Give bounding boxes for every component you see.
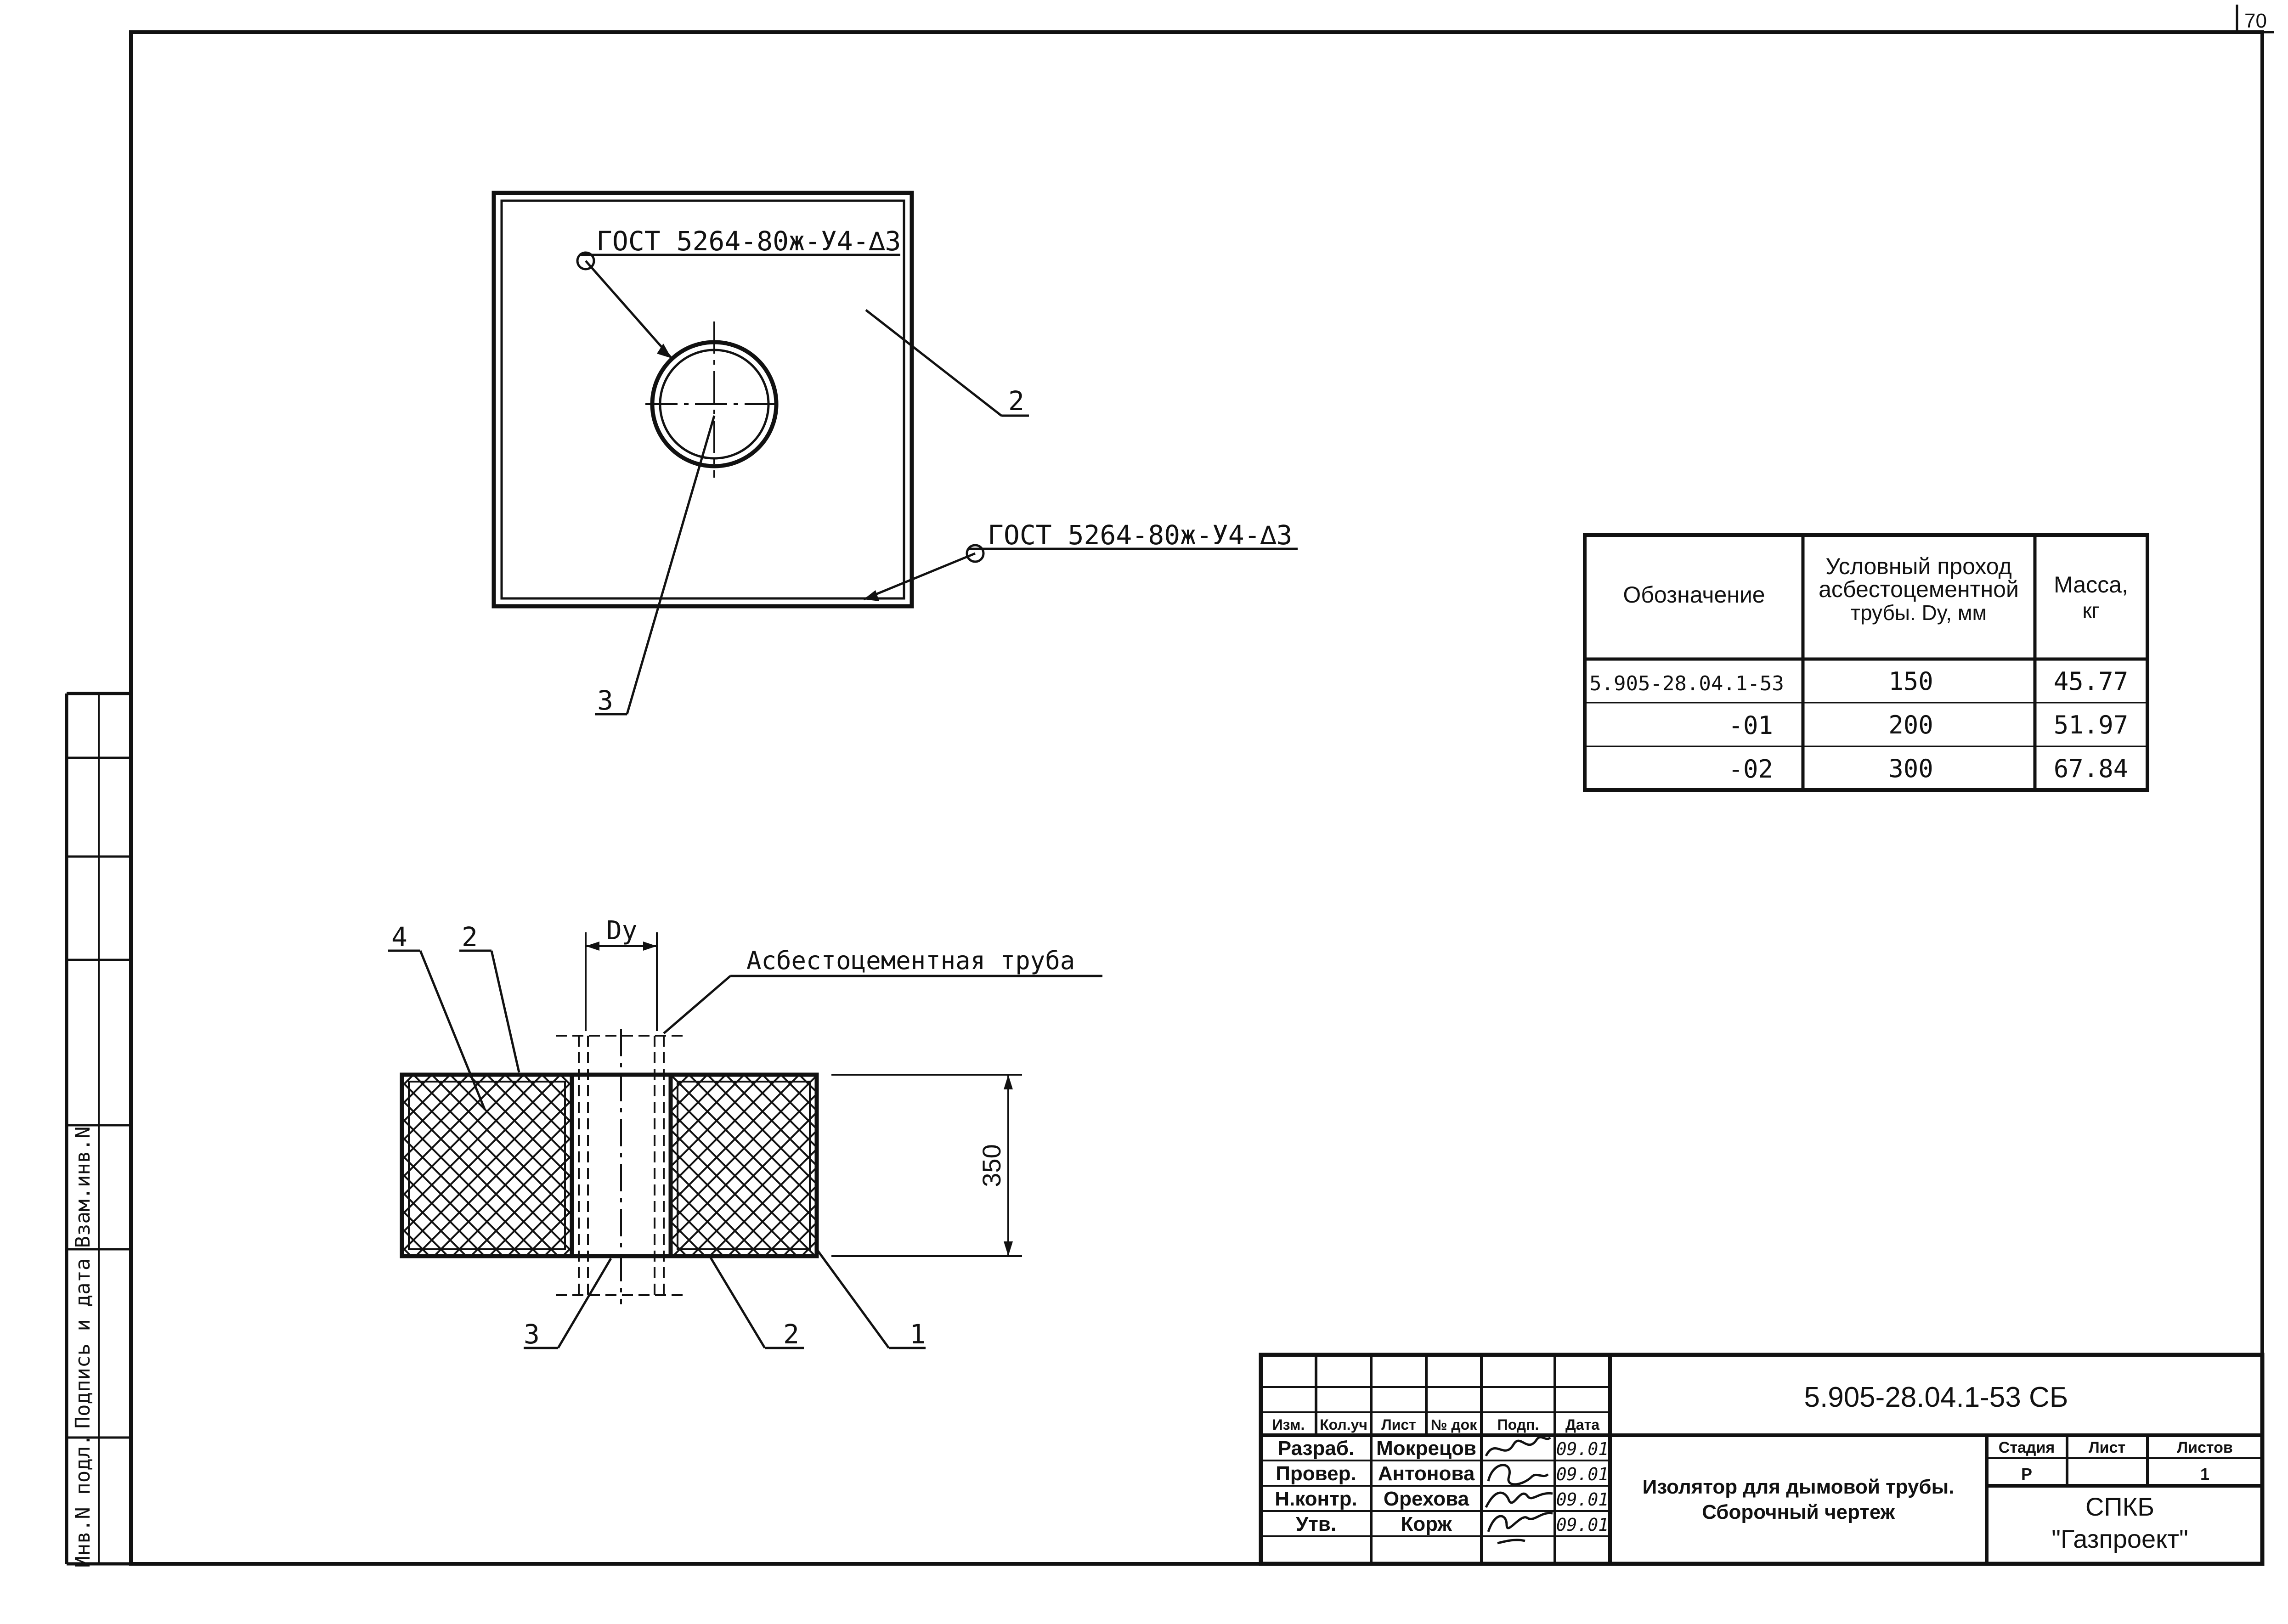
col-list: Лист (1381, 1416, 1416, 1433)
sheets-header: Листов (2177, 1439, 2233, 1456)
plate-outer-edge (491, 191, 914, 609)
callout-3: 3 (524, 1257, 612, 1350)
dim-350: 350 (831, 1074, 1022, 1257)
callout-plate-number: 2 (1008, 385, 1024, 417)
row-mass: 51.97 (2054, 710, 2129, 739)
callout-1-number: 1 (910, 1319, 926, 1350)
sheet-header: Лист (2089, 1439, 2125, 1456)
th-mass-1: Масса, (2054, 572, 2128, 598)
callout-2-top: 2 (459, 921, 520, 1073)
row-designation: -01 (1728, 711, 1773, 740)
sign-date: 09.01 (1556, 1464, 1609, 1484)
weld-callout-outer: ГОСТ 5264-80ж-У4-∆3 (863, 519, 1298, 601)
callout-pipe-number: 3 (597, 685, 613, 716)
plate-inner-edge (500, 199, 905, 600)
role-label: Провер. (1276, 1462, 1356, 1485)
row-dy: 200 (1888, 710, 1933, 739)
signature-row: Н.контр. Орехова 09.01 (1275, 1488, 1609, 1510)
org-name-2: "Газпроект" (2051, 1524, 2188, 1553)
sign-date: 09.01 (1556, 1515, 1609, 1535)
role-label: Н.контр. (1275, 1488, 1357, 1510)
stage-header: Стадия (1999, 1439, 2055, 1456)
callout-2-bottom-number: 2 (783, 1319, 799, 1350)
signature-mark (1485, 1491, 1553, 1508)
th-dy-3: трубы. Dy, мм (1851, 601, 1987, 625)
sign-date: 09.01 (1556, 1489, 1609, 1510)
callout-4: 4 (388, 921, 486, 1110)
th-mass-2: кг (2083, 598, 2100, 622)
role-label: Утв. (1296, 1513, 1336, 1535)
weld-callout-inner: ГОСТ 5264-80ж-У4-∆3 (576, 226, 901, 359)
row-mass: 67.84 (2054, 754, 2129, 783)
col-no-dok: № док (1431, 1416, 1477, 1433)
signature-row: Утв. Корж 09.01 (1296, 1511, 1609, 1545)
row-mass: 45.77 (2054, 667, 2129, 696)
row-designation: -02 (1728, 755, 1773, 784)
dim-350-label: 350 (977, 1144, 1006, 1187)
col-podp: Подп. (1497, 1416, 1539, 1433)
variants-table: Обозначение Условный проход асбестоцемен… (1583, 533, 2149, 792)
row-designation: 5.905-28.04.1-53 (1589, 672, 1784, 695)
callout-2-top-number: 2 (462, 921, 478, 953)
th-dy-1: Условный проход (1825, 553, 2011, 579)
weld-note-outer: ГОСТ 5264-80ж-У4-∆3 (988, 519, 1292, 551)
page-number-box: 70 (2236, 5, 2274, 34)
signature-mark (1487, 1511, 1553, 1545)
col-data: Дата (1565, 1416, 1599, 1433)
callout-pipe: 3 (595, 415, 716, 716)
col-izm: Изм. (1272, 1416, 1305, 1433)
pipe-label-callout: Асбестоцементная труба (663, 946, 1102, 1034)
signature-mark (1485, 1436, 1551, 1457)
table-row: -01 200 51.97 (1728, 710, 2128, 740)
drawing-title-2: Сборочный чертеж (1702, 1501, 1895, 1523)
insulation-left (400, 1072, 574, 1258)
drawing-title-1: Изолятор для дымовой трубы. (1643, 1476, 1955, 1498)
callout-1: 1 (815, 1248, 926, 1350)
th-designation: Обозначение (1623, 582, 1765, 608)
table-row: 5.905-28.04.1-53 150 45.77 (1589, 667, 2128, 696)
role-label: Разраб. (1278, 1437, 1354, 1460)
callout-2-bottom: 2 (708, 1255, 804, 1350)
callout-3-number: 3 (524, 1319, 540, 1350)
title-block: 5.905-28.04.1-53 СБ Изолятор для дымовой… (1259, 1353, 2265, 1566)
role-name: Орехова (1384, 1488, 1469, 1510)
section-view: Dy Асбестоцементная труба 4 2 3 (388, 916, 1102, 1350)
callout-4-number: 4 (391, 921, 407, 953)
stage-value: Р (2021, 1465, 2032, 1483)
row-dy: 300 (1888, 754, 1933, 783)
insulation-right (668, 1072, 819, 1258)
sheet-frame (129, 30, 2264, 1566)
stamp-vzam-inv: Взам.инв.N (71, 1127, 95, 1248)
stamp-podpis-data: Подпись и дата (71, 1258, 95, 1429)
dim-dy-label: Dy (606, 916, 637, 946)
th-dy-2: асбестоцементной (1819, 576, 2019, 602)
page-number: 70 (2244, 10, 2267, 32)
role-name: Мокрецов (1376, 1437, 1476, 1460)
table-row: -02 300 67.84 (1728, 754, 2128, 784)
pipe-label: Асбестоцементная труба (746, 946, 1075, 975)
sheets-value: 1 (2200, 1465, 2209, 1483)
role-name: Антонова (1378, 1462, 1475, 1485)
dim-dy: Dy (585, 916, 658, 1031)
signature-row: Провер. Антонова 09.01 (1276, 1462, 1609, 1486)
col-kol-uch: Кол.уч (1320, 1416, 1367, 1433)
role-name: Корж (1401, 1513, 1452, 1535)
callout-plate: 2 (865, 309, 1029, 417)
signature-row: Разраб. Мокрецов 09.01 (1278, 1436, 1609, 1460)
row-dy: 150 (1888, 667, 1933, 696)
side-stamp: Взам.инв.N Подпись и дата Инв.N подл. (65, 692, 131, 1568)
sign-date: 09.01 (1556, 1439, 1609, 1459)
top-view: ГОСТ 5264-80ж-У4-∆3 2 ГОСТ 5264-80ж-У4-∆… (491, 191, 1298, 716)
document-code: 5.905-28.04.1-53 СБ (1804, 1382, 2068, 1413)
signature-mark (1487, 1464, 1549, 1486)
org-name-1: СПКБ (2085, 1492, 2154, 1521)
weld-note-inner: ГОСТ 5264-80ж-У4-∆3 (596, 226, 901, 257)
stamp-inv-podl: Инв.N подл. (71, 1434, 95, 1568)
